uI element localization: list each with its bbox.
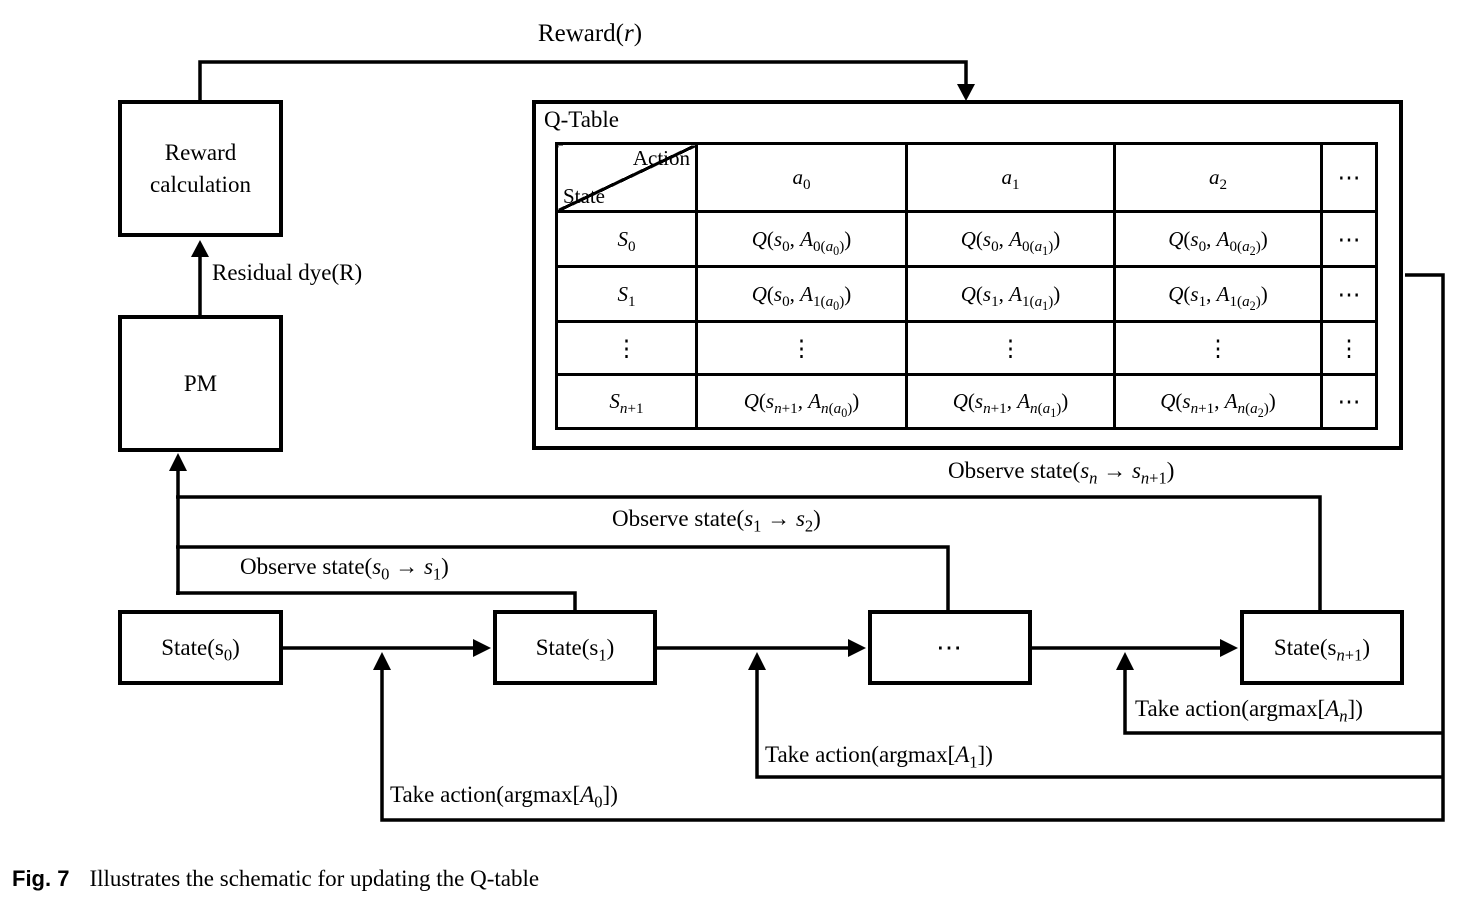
qtable-cell: ⋮: [1113, 320, 1323, 376]
observe-line-0: [176, 591, 577, 612]
state-ellipsis-box: ⋯: [868, 610, 1032, 685]
state-s1-box: State(s1): [493, 610, 657, 685]
qtable-cell: Q(sn+1, An(a1)): [905, 373, 1116, 430]
qtable-corner-cell: Action State: [555, 142, 698, 213]
reward-arrowhead: [957, 84, 975, 101]
qtable-row-header: S0: [555, 210, 698, 268]
observe-state-label-n: Observe state(sn → sn+1): [948, 458, 1175, 488]
reward-calculation-label: Reward calculation: [150, 140, 251, 197]
state-sn1-label: State(sn+1): [1273, 634, 1371, 665]
qtable-corner-action-label: Action: [632, 146, 690, 171]
take-action-label-0: Take action(argmax[A0]): [390, 782, 618, 812]
state-sn1-box: State(sn+1): [1240, 610, 1404, 685]
qtable-col-header-a1: a1: [905, 142, 1116, 213]
take-action-label-n: Take action(argmax[An]): [1135, 696, 1363, 726]
qtable: Action State a0 a1 a2 ⋯ S0 Q(s0, A0(a0))…: [555, 142, 1378, 430]
state-connector-mid-n1-arrowhead: [1220, 639, 1238, 657]
reward-label: Reward(r): [537, 20, 643, 47]
qtable-col-header-a0: a0: [695, 142, 908, 213]
observe-state-label-1: Observe state(s1 → s2): [612, 506, 821, 536]
qtable-corner-state-label: State: [563, 184, 605, 208]
pm-box: PM: [118, 315, 283, 452]
residual-arrowhead: [191, 240, 209, 257]
observe-trunk-arrowhead: [169, 453, 187, 471]
qtable-cell: ⋯: [1320, 265, 1378, 323]
qtable-cell: ⋯: [1320, 210, 1378, 268]
qtable-row-header: S1: [555, 265, 698, 323]
reward-calculation-box: Reward calculation: [118, 100, 283, 237]
qtable-cell: Q(sn+1, An(a0)): [695, 373, 908, 430]
qtable-cell: Q(s1, A1(a1)): [905, 265, 1116, 323]
state-connector-0-1-arrowhead: [473, 639, 491, 657]
qtable-cell: ⋯: [1320, 373, 1378, 430]
qtable-cell: Q(s0, A0(a2)): [1113, 210, 1323, 268]
qtable-cell: Q(s1, A1(a2)): [1113, 265, 1323, 323]
qtable-row-sn1: Sn+1 Q(sn+1, An(a0)) Q(sn+1, An(a1)) Q(s…: [555, 373, 1378, 430]
qtable-cell: Q(s0, A1(a0)): [695, 265, 908, 323]
observe-line-n: [176, 495, 1322, 612]
take-action-1-arrowhead: [748, 652, 766, 670]
qtable-cell: Q(sn+1, An(a2)): [1113, 373, 1323, 430]
take-action-label-1: Take action(argmax[A1]): [765, 742, 993, 772]
state-s1-label: State(s1): [535, 634, 615, 665]
figure-caption-text: Illustrates the schematic for updating t…: [89, 866, 540, 891]
reward-line: [198, 60, 968, 104]
state-ellipsis-label: ⋯: [936, 632, 964, 662]
state-connector-1-mid-arrowhead: [848, 639, 866, 657]
state-s0-label: State(s0): [161, 634, 240, 665]
qtable-title: Q-Table: [544, 107, 620, 132]
figure-number: Fig. 7: [12, 866, 70, 891]
qtable-cell: ⋮: [905, 320, 1116, 376]
qtable-cell: Q(s0, A0(a0)): [695, 210, 908, 268]
qtable-col-header-ellipsis: ⋯: [1320, 142, 1378, 213]
take-action-0-line: [380, 273, 1445, 822]
qtable-row-s0: S0 Q(s0, A0(a0)) Q(s0, A0(a1)) Q(s0, A0(…: [555, 210, 1378, 268]
take-action-n-line: [1123, 667, 1443, 735]
qtable-cell: ⋮: [1320, 320, 1378, 376]
qtable-row-dots: ⋮ ⋮ ⋮ ⋮ ⋮: [555, 320, 1378, 376]
residual-dye-label: Residual dye(R): [212, 260, 363, 285]
qtable-cell: ⋮: [695, 320, 908, 376]
qtable-header-row: Action State a0 a1 a2 ⋯: [555, 142, 1378, 213]
qtable-row-s1: S1 Q(s0, A1(a0)) Q(s1, A1(a1)) Q(s1, A1(…: [555, 265, 1378, 323]
state-s0-box: State(s0): [118, 610, 283, 685]
qtable-row-header: Sn+1: [555, 373, 698, 430]
qtable-row-header: ⋮: [555, 320, 698, 376]
take-action-1-line: [755, 667, 1443, 779]
qtable-col-header-a2: a2: [1113, 142, 1323, 213]
figure-caption: Fig. 7 Illustrates the schematic for upda…: [12, 866, 539, 892]
observe-state-label-0: Observe state(s0 → s1): [240, 554, 449, 584]
take-action-0-arrowhead: [373, 652, 391, 670]
take-action-n-arrowhead: [1116, 652, 1134, 670]
qtable-cell: Q(s0, A0(a1)): [905, 210, 1116, 268]
pm-label: PM: [183, 370, 218, 396]
observe-line-1: [176, 545, 950, 612]
qtable-container: Q-Table Action State a0 a1 a2 ⋯ S0 Q(s0,…: [532, 100, 1403, 450]
